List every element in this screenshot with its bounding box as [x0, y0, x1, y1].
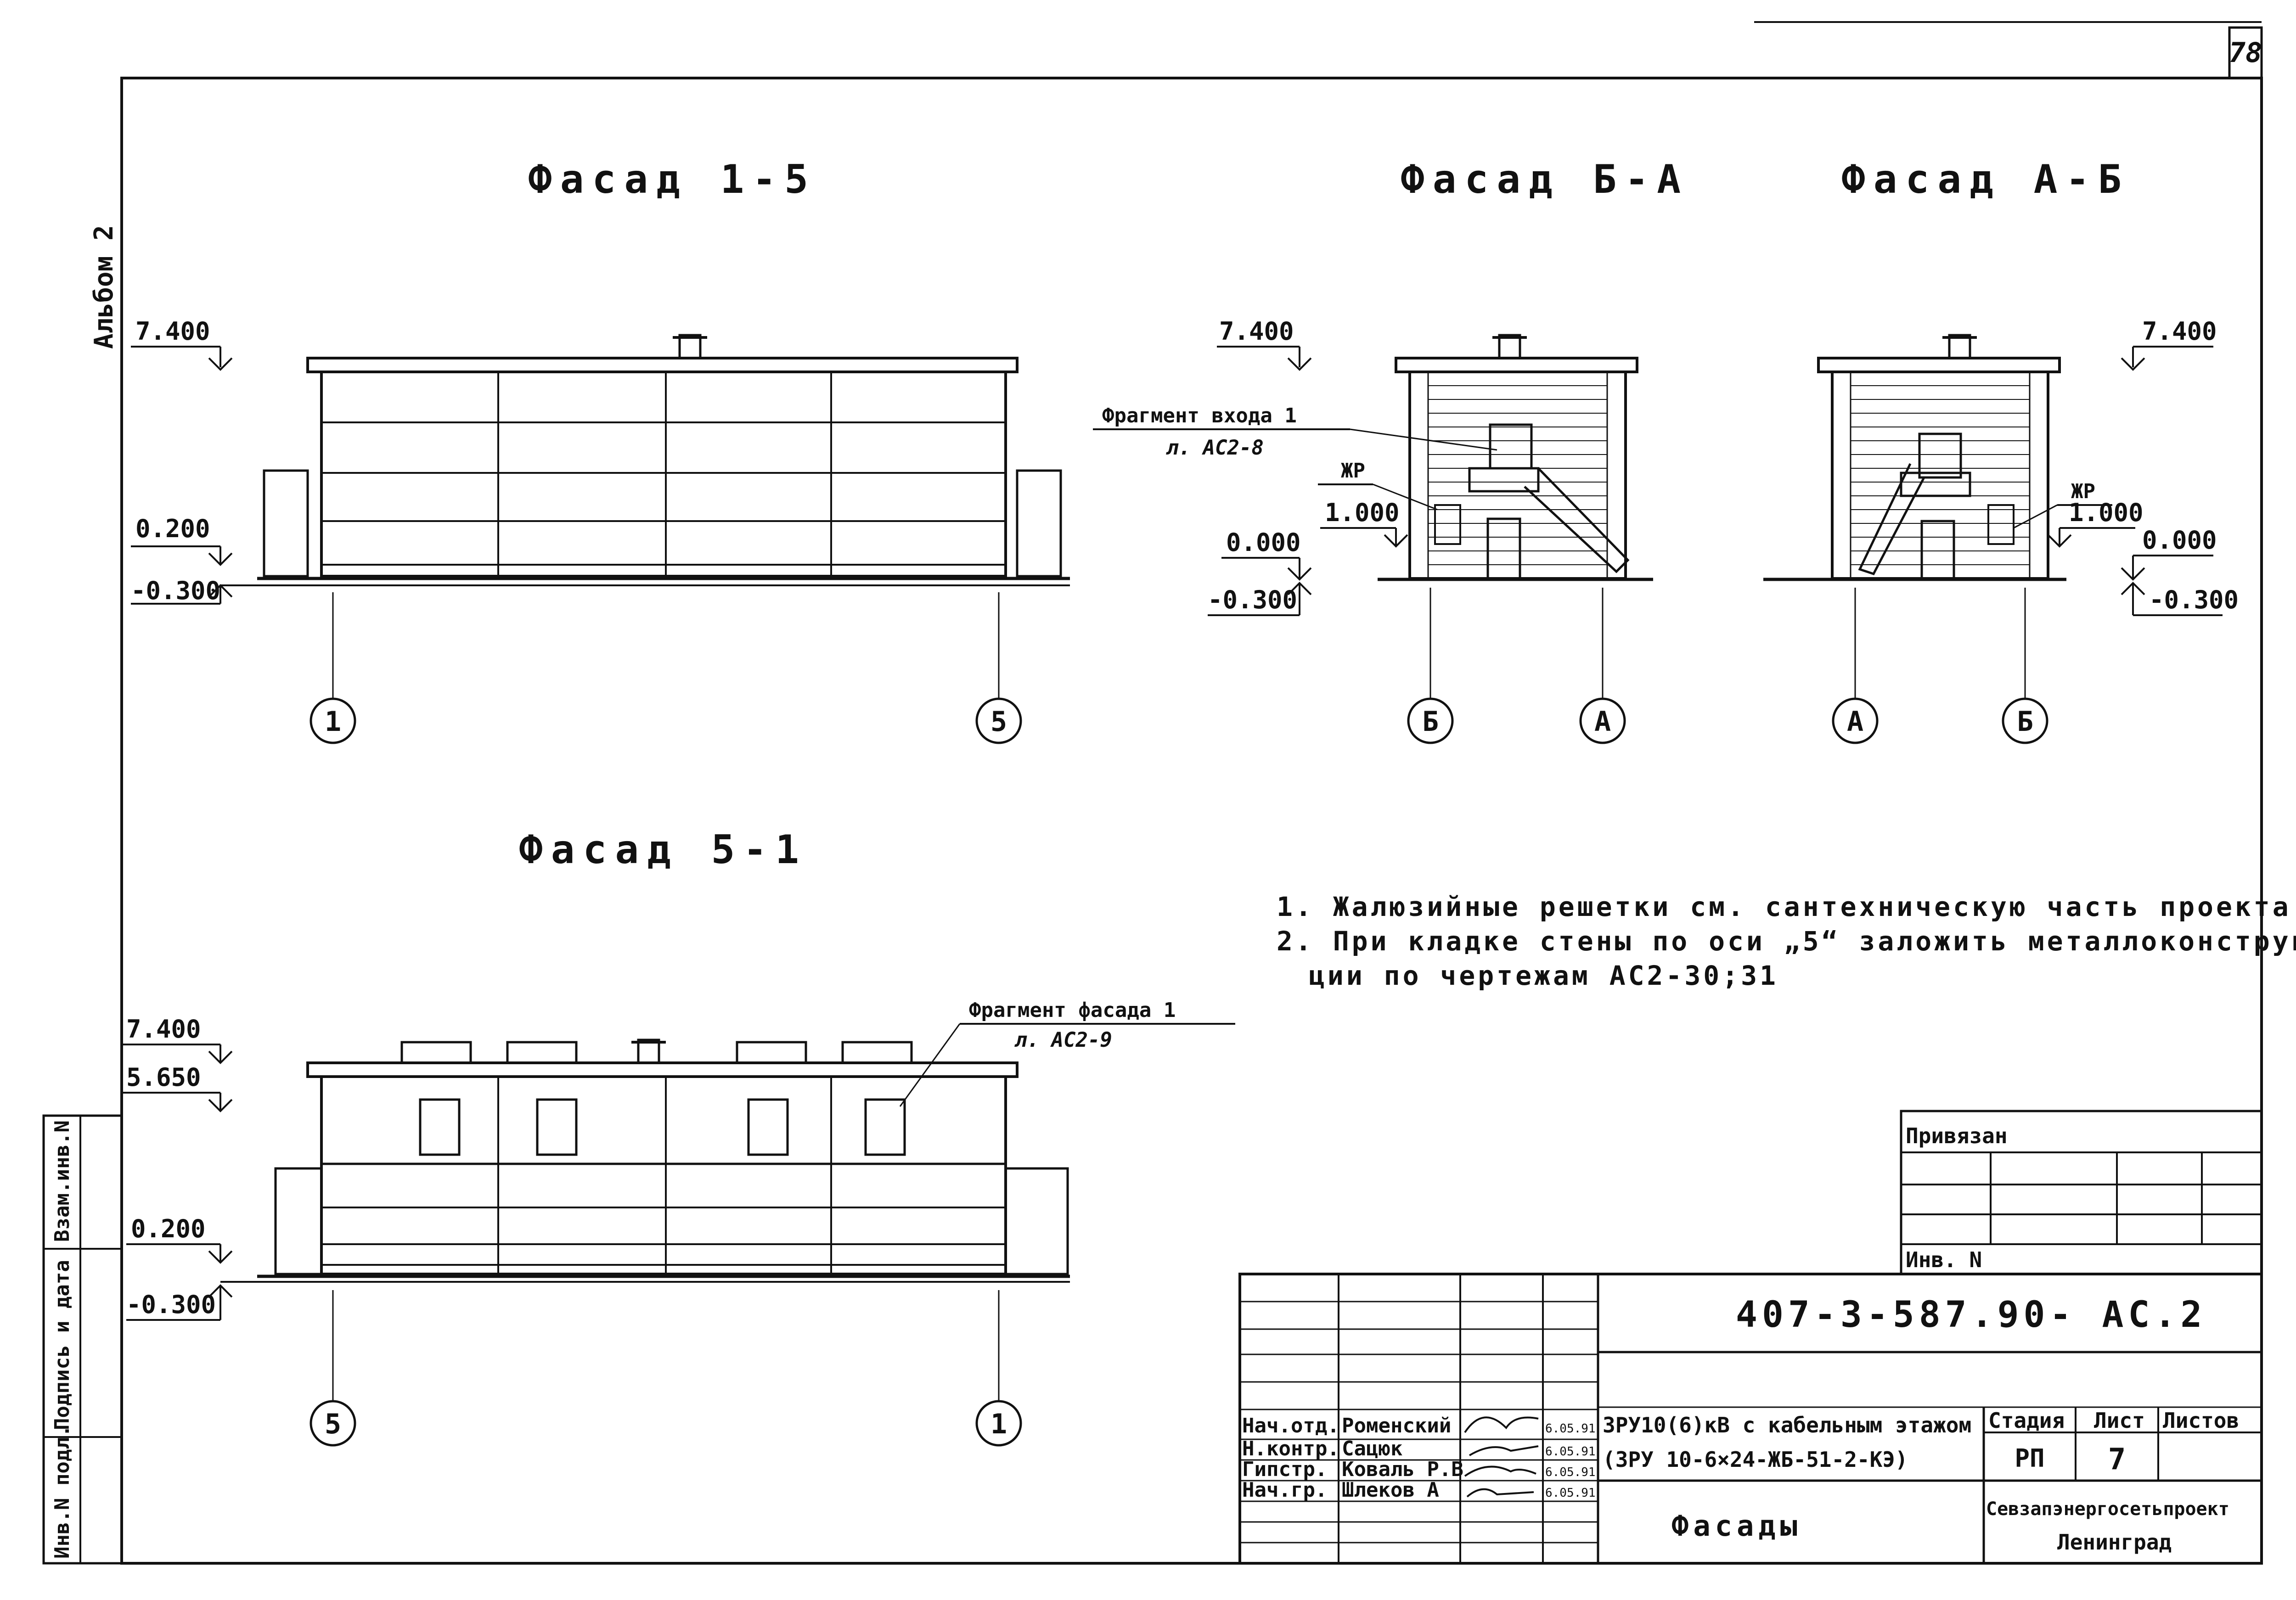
facade-5-1-title: Фасад 5-1	[519, 827, 807, 873]
date-1: 6.05.91	[1545, 1445, 1596, 1459]
stamp-vzam-inv: Взам.инв.N	[51, 1120, 74, 1242]
name-2: Коваль Р.В	[1342, 1458, 1463, 1481]
album-label: Альбом 2	[89, 225, 119, 349]
facade-a-b: Фасад А-Б ЖР 7.400 1.000	[1763, 157, 2239, 744]
stamp-inv-podl: Инв.N подл.	[51, 1425, 74, 1559]
fab-axis-left: А	[1847, 706, 1863, 738]
fba-level-bottom: -0.300	[1208, 585, 1297, 614]
fba-level-0000: 0.000	[1226, 528, 1301, 557]
fba-mark: ЖР	[1341, 459, 1365, 483]
note-2: 2. При кладке стены по оси „5“ заложить …	[1277, 926, 2296, 957]
facade-a-b-title: Фасад А-Б	[1841, 157, 2130, 202]
page-number-box	[2228, 26, 2263, 79]
f15-level-top: 7.400	[135, 317, 210, 346]
page-number: 78	[2229, 37, 2262, 69]
f51-level-top: 7.400	[126, 1015, 201, 1044]
org-name: Севзапэнергосетьпроект	[1986, 1499, 2229, 1520]
binding-inv-label: Инв. N	[1906, 1247, 1982, 1272]
facade-b-a-title: Фасад Б-А	[1401, 157, 1689, 202]
fab-level-1000: 1.000	[2069, 498, 2144, 527]
role-2: Гипстр.	[1242, 1458, 1327, 1481]
f15-axis-right: 5	[990, 706, 1007, 738]
stage-label: Стадия	[1988, 1408, 2065, 1433]
general-notes: 1. Жалюзийные решетки см. сантехническую…	[1277, 891, 2296, 991]
f15-level-bottom: -0.300	[131, 576, 220, 605]
role-1: Н.контр.	[1242, 1437, 1339, 1460]
sheets-label: Листов	[2163, 1408, 2239, 1433]
left-stamp: Инв.N подл. Подпись и дата Взам.инв.N	[42, 1114, 123, 1565]
f15-level-mid: 0.200	[135, 514, 210, 543]
date-3: 6.05.91	[1545, 1486, 1596, 1500]
fab-level-bottom: -0.300	[2149, 585, 2239, 614]
note-3: ции по чертежам АС2-30;31	[1309, 960, 1778, 991]
title-block: 407-3-587.90- АС.2 Нач.отд. Роменский 6.…	[1238, 1273, 2263, 1565]
facade-5-1: Фасад 5-1 Фрагмент фасада 1 л. АС2-9 7.4…	[122, 827, 1235, 1447]
fab-axis-right: Б	[2017, 706, 2033, 738]
stamp-signature-date: Подпись и дата	[51, 1260, 74, 1430]
name-3: Шлеков А	[1342, 1478, 1439, 1502]
role-0: Нач.отд.	[1242, 1414, 1339, 1437]
name-0: Роменский	[1342, 1414, 1451, 1437]
f51-level-bottom: -0.300	[126, 1290, 216, 1319]
f51-callout-1: Фрагмент фасада 1	[969, 999, 1176, 1022]
fba-axis-left: Б	[1422, 706, 1439, 738]
binding-label: Привязан	[1906, 1123, 2008, 1148]
sheet-value: 7	[2108, 1443, 2126, 1476]
f51-axis-left: 5	[325, 1408, 341, 1440]
sheet-label: Лист	[2094, 1408, 2145, 1433]
note-1: 1. Жалюзийные решетки см. сантехническую…	[1277, 891, 2291, 922]
f51-callout-2: л. АС2-9	[1014, 1028, 1112, 1052]
facade-b-a: Фасад Б-А Фрагмент входа 1 л. АС2-8 ЖР 7	[1093, 157, 1689, 744]
sheet-frame	[120, 77, 2263, 1565]
fab-level-0000: 0.000	[2142, 526, 2217, 555]
signatures	[1464, 1416, 1539, 1498]
binding-table: Привязан Инв. N	[1900, 1110, 2263, 1275]
fba-callout-2: л. АС2-8	[1166, 436, 1264, 460]
f51-level-565: 5.650	[126, 1063, 201, 1092]
fab-mark: ЖР	[2071, 480, 2095, 503]
fab-level-top: 7.400	[2142, 317, 2217, 346]
stage-value: РП	[2015, 1444, 2044, 1473]
role-3: Нач.гр.	[1242, 1478, 1327, 1502]
doc-code: 407-3-587.90- АС.2	[1736, 1294, 2206, 1336]
sheet-title: Фасады	[1671, 1509, 1802, 1543]
fba-callout-1: Фрагмент входа 1	[1102, 404, 1297, 427]
f51-level-020: 0.200	[131, 1214, 206, 1243]
date-2: 6.05.91	[1545, 1465, 1596, 1479]
project-name-2: (ЗРУ 10-6×24-ЖБ-51-2-КЭ)	[1603, 1447, 1908, 1472]
facade-1-5: Фасад 1-5 7.400 0.200 -0.300 1	[131, 157, 1070, 744]
fba-level-1000: 1.000	[1325, 498, 1400, 527]
f51-axis-right: 1	[990, 1408, 1007, 1440]
f15-axis-left: 1	[325, 706, 341, 738]
date-0: 6.05.91	[1545, 1422, 1596, 1436]
project-name-1: ЗРУ10(6)кВ с кабельным этажом	[1603, 1413, 1971, 1437]
facade-1-5-title: Фасад 1-5	[528, 157, 816, 202]
org-city: Ленинград	[2057, 1530, 2172, 1555]
fba-level-top: 7.400	[1219, 317, 1294, 346]
fba-axis-right: А	[1594, 706, 1611, 738]
name-1: Сацюк	[1342, 1437, 1402, 1460]
